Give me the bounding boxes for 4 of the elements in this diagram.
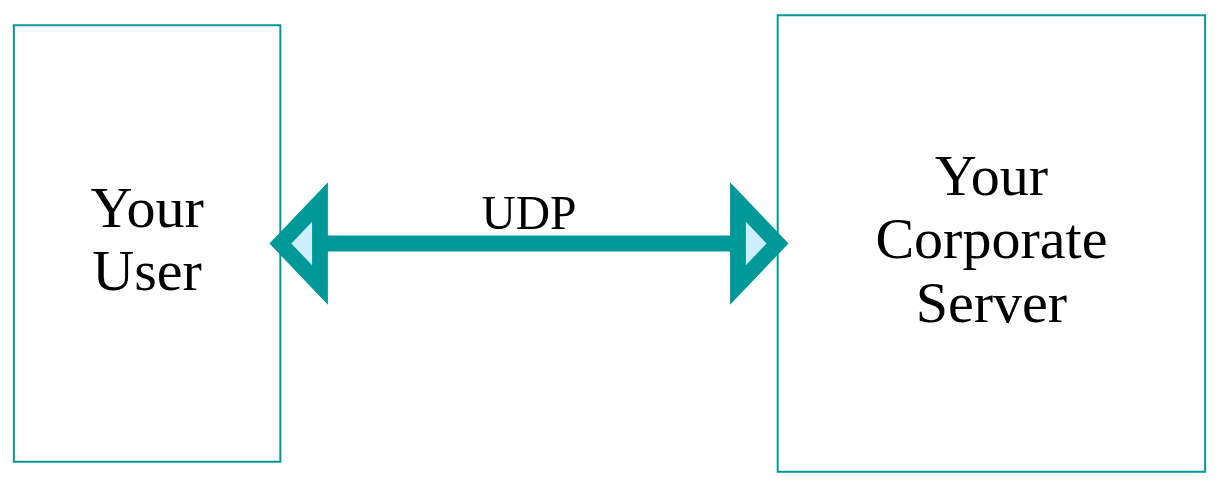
node-box: Your User [12,24,282,463]
edge-label: UDP [481,186,577,239]
node-box: Your Corporate Server [776,14,1207,473]
arrow [269,182,789,305]
